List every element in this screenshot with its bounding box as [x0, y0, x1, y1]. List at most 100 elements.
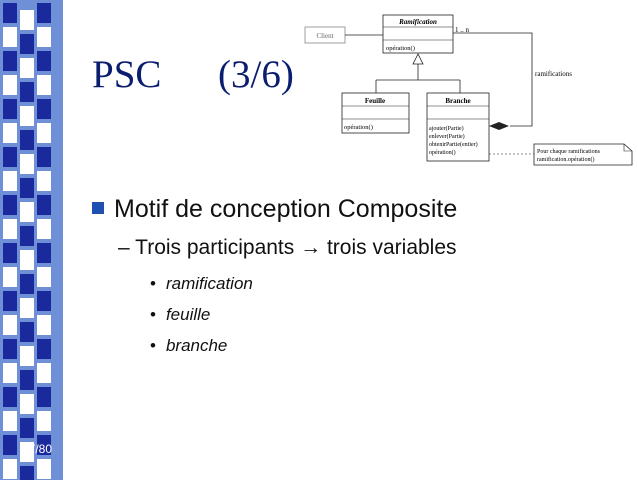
- sidebar-square: [3, 171, 17, 191]
- sidebar-square: [3, 123, 17, 143]
- bullet-level3-text: feuille: [165, 305, 211, 324]
- sidebar-square: [20, 274, 34, 294]
- square-bullet-icon: [92, 202, 104, 214]
- uml-note-line: Pour chaque ramifications: [537, 148, 601, 155]
- sidebar-square: [37, 3, 51, 23]
- sidebar-square: [20, 226, 34, 246]
- sidebar-square: [3, 411, 17, 431]
- dot-bullet: •: [150, 336, 156, 355]
- sidebar-square: [37, 315, 51, 335]
- sidebar-square: [20, 250, 34, 270]
- sidebar-square: [37, 147, 51, 167]
- slide-sidebar: 47/80: [0, 0, 63, 480]
- sidebar-square: [3, 387, 17, 407]
- sidebar-square: [37, 387, 51, 407]
- sidebar-square: [3, 147, 17, 167]
- sidebar-square: [3, 339, 17, 359]
- uml-inheritance-triangle: [412, 53, 424, 65]
- uml-branche-op: opération(): [429, 149, 456, 156]
- uml-ramifications-label: ramifications: [535, 70, 572, 78]
- uml-class-feuille: Feuille opération(): [341, 92, 410, 134]
- sidebar-square: [37, 195, 51, 215]
- uml-aggregation-line: [453, 32, 533, 127]
- sidebar-square: [20, 154, 34, 174]
- bullet-level3-text: ramification: [165, 274, 253, 293]
- sidebar-square: [37, 219, 51, 239]
- sidebar-square: [3, 99, 17, 119]
- sidebar-square: [37, 27, 51, 47]
- uml-aggregation-diamond: [489, 122, 509, 130]
- sidebar-square: [37, 339, 51, 359]
- sidebar-square: [37, 51, 51, 71]
- sidebar-square: [37, 267, 51, 287]
- bullet-level2-text: Trois participants: [135, 236, 295, 259]
- sidebar-square: [3, 315, 17, 335]
- sidebar-square: [20, 130, 34, 150]
- uml-class-branche: Branche ajouter(Partie) enlever(Partie) …: [426, 92, 490, 162]
- sidebar-square: [3, 27, 17, 47]
- uml-ramification-op: opération(): [386, 45, 415, 52]
- sidebar-square: [37, 99, 51, 119]
- sidebar-square: [37, 363, 51, 383]
- sidebar-square: [20, 418, 34, 438]
- sidebar-square: [3, 459, 17, 479]
- sidebar-square: [3, 51, 17, 71]
- sidebar-square: [20, 394, 34, 414]
- sidebar-square: [37, 171, 51, 191]
- bullet-level3-item: •ramification: [150, 274, 253, 294]
- uml-multiplicity: 1 .. n: [455, 26, 470, 34]
- sidebar-square: [37, 75, 51, 95]
- sidebar-square: [20, 466, 34, 480]
- sidebar-square: [37, 243, 51, 263]
- sidebar-square: [20, 442, 34, 462]
- uml-branche-title: Branche: [445, 97, 470, 105]
- uml-client: Client: [304, 26, 346, 44]
- slide-title-counter: (3/6): [218, 53, 294, 96]
- sidebar-square: [37, 291, 51, 311]
- bullet-level1: Motif de conception Composite: [92, 195, 457, 224]
- sidebar-square: [3, 195, 17, 215]
- bullet-level3-text: branche: [165, 336, 228, 355]
- uml-feuille-title: Feuille: [365, 97, 385, 105]
- uml-branche-op: obtenirPartie(entier): [429, 141, 478, 148]
- bullet-level3-item: • feuille: [150, 305, 210, 325]
- sidebar-square: [20, 298, 34, 318]
- sidebar-square: [20, 58, 34, 78]
- uml-client-label: Client: [316, 32, 333, 40]
- sidebar-square: [3, 243, 17, 263]
- sidebar-square: [3, 291, 17, 311]
- sidebar-square: [20, 346, 34, 366]
- uml-branche-op: enlever(Partie): [429, 133, 465, 140]
- sidebar-square: [20, 178, 34, 198]
- sidebar-square: [20, 322, 34, 342]
- sidebar-square: [37, 435, 51, 455]
- dot-bullet: •: [150, 305, 156, 324]
- sidebar-square: [3, 363, 17, 383]
- sidebar-square: [37, 123, 51, 143]
- sidebar-square: [20, 202, 34, 222]
- sidebar-square: [3, 435, 17, 455]
- uml-note: Pour chaque ramifications ramification.o…: [533, 143, 633, 166]
- sidebar-square: [3, 267, 17, 287]
- uml-branche-op: ajouter(Partie): [429, 125, 464, 132]
- uml-class-ramification: Ramification opération(): [382, 14, 454, 54]
- arrow-icon: →: [300, 236, 322, 259]
- uml-ramification-title: Ramification: [398, 18, 437, 26]
- sidebar-square: [37, 459, 51, 479]
- sidebar-square: [20, 10, 34, 30]
- bullet-level2: – Trois participants → trois variables: [118, 236, 457, 260]
- sidebar-square: [3, 219, 17, 239]
- sidebar-square: [20, 34, 34, 54]
- uml-note-line: ramification.opération(): [537, 156, 594, 163]
- sidebar-square: [37, 411, 51, 431]
- sidebar-square: [3, 75, 17, 95]
- uml-feuille-op: opération(): [344, 124, 373, 131]
- page-number: 47/80: [22, 442, 53, 456]
- bullet-level1-text: Motif de conception Composite: [114, 195, 458, 223]
- slide-title: PSC: [92, 53, 162, 96]
- bullet-level2-tail: trois variables: [326, 236, 457, 259]
- sidebar-square: [20, 370, 34, 390]
- bullet-level3-item: • branche: [150, 336, 227, 356]
- sidebar-square: [20, 82, 34, 102]
